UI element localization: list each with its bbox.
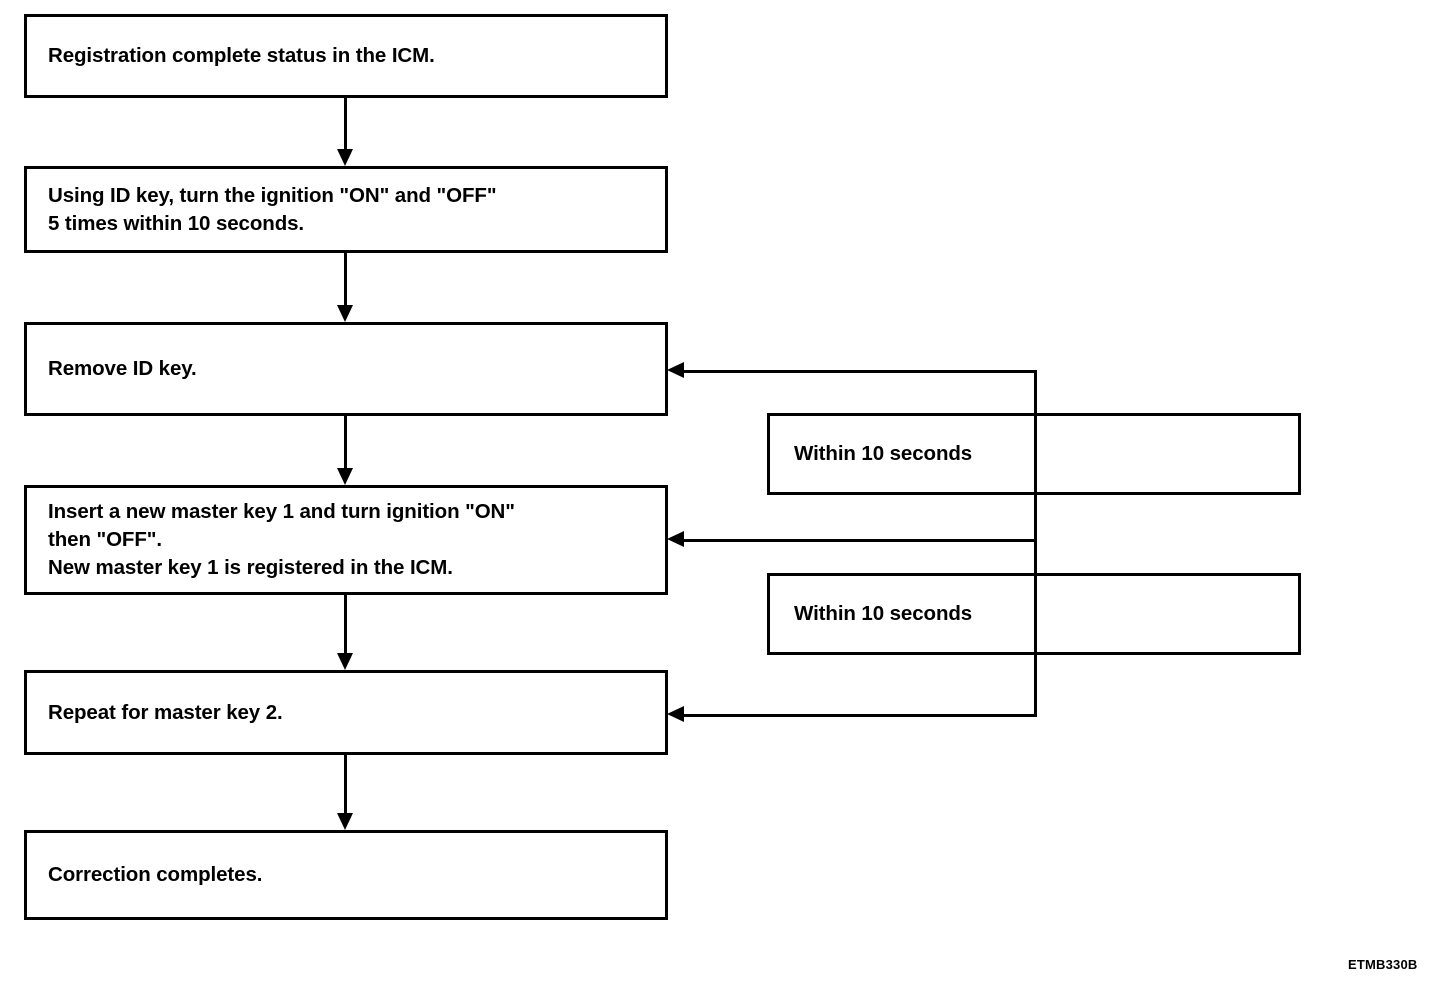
- step-text-line: Correction completes.: [48, 863, 263, 886]
- step-ignition-on-off: Using ID key, turn the ignition "ON" and…: [24, 166, 668, 253]
- step-text-line: Remove ID key.: [48, 357, 197, 380]
- step-insert-master-key-1: Insert a new master key 1 and turn ignit…: [24, 485, 668, 595]
- arrow-left-icon: [667, 362, 684, 378]
- connector-step1-to-step2: [344, 98, 347, 150]
- arrow-left-icon: [667, 531, 684, 547]
- arrow-left-icon: [667, 706, 684, 722]
- note-text-line: Within 10 seconds: [794, 602, 973, 625]
- timing-arrow-to-repeat-master-key-2: [684, 714, 1037, 717]
- connector-step4-to-step5: [344, 595, 347, 654]
- step-text-line: Using ID key, turn the ignition "ON" and…: [48, 183, 497, 207]
- step-repeat-master-key-2: Repeat for master key 2.: [24, 670, 668, 755]
- step-text-line: 5 times within 10 seconds.: [48, 211, 305, 235]
- step-remove-id-key: Remove ID key.: [24, 322, 668, 416]
- arrow-down-icon: [337, 653, 353, 670]
- step-text-line: then "OFF".: [48, 528, 162, 551]
- connector-step3-to-step4: [344, 416, 347, 469]
- step-registration-complete-status: Registration complete status in the ICM.: [24, 14, 668, 98]
- arrow-down-icon: [337, 813, 353, 830]
- timing-arrow-to-insert-master-key-1: [684, 539, 1037, 542]
- arrow-down-icon: [337, 468, 353, 485]
- step-text-line: Registration complete status in the ICM.: [48, 44, 435, 67]
- step-correction-completes: Correction completes.: [24, 830, 668, 920]
- step-text-line: New master key 1 is registered in the IC…: [48, 556, 453, 579]
- step-text-line: Insert a new master key 1 and turn ignit…: [48, 500, 515, 523]
- plate-code-label: ETMB330B: [1348, 957, 1418, 972]
- note-text-line: Within 10 seconds: [794, 442, 973, 465]
- connector-step2-to-step3: [344, 253, 347, 306]
- connector-step5-to-step6: [344, 755, 347, 814]
- arrow-down-icon: [337, 305, 353, 322]
- timing-arrow-to-remove-id-key: [684, 370, 1037, 373]
- arrow-down-icon: [337, 149, 353, 166]
- timing-connector-spine: [1034, 370, 1037, 715]
- step-text-line: Repeat for master key 2.: [48, 700, 283, 724]
